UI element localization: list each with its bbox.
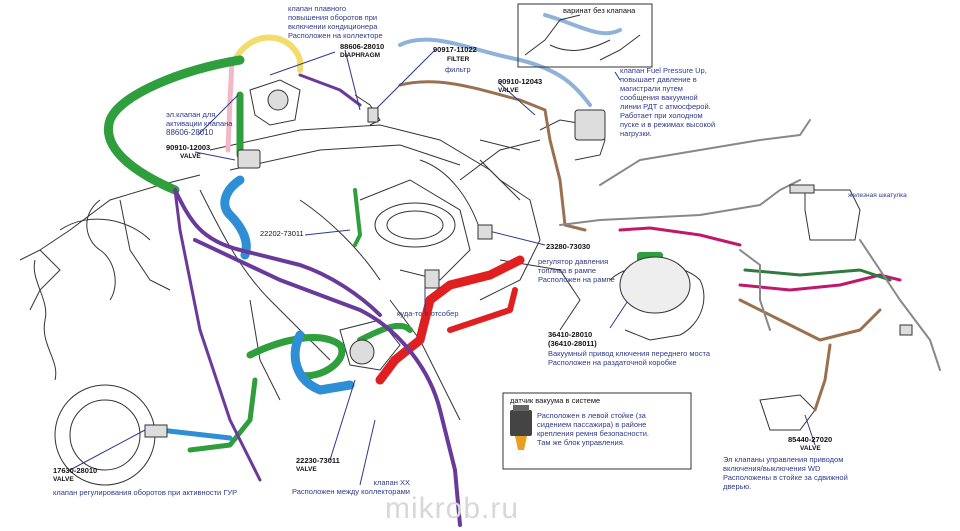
brown-hose bbox=[398, 80, 587, 232]
gray-line-2 bbox=[559, 179, 801, 226]
variant-inset-drawing bbox=[524, 14, 641, 61]
red-hose bbox=[375, 255, 525, 385]
gray-line-3 bbox=[739, 249, 771, 331]
valve-90910-12043-label: VALVE bbox=[498, 87, 519, 94]
darkgreen-hose bbox=[743, 268, 892, 282]
purple-hose-left bbox=[173, 188, 262, 482]
part-23280-label: 23280-73030 bbox=[546, 242, 591, 251]
lightblue-hose-2 bbox=[543, 13, 622, 36]
yellow-hose bbox=[232, 34, 303, 73]
variant-inset-box bbox=[517, 3, 653, 68]
fuel-regulator-label: регулятор давления топлива в рампе Распо… bbox=[538, 257, 615, 284]
valve-90910-12043-part: 90910-12043 bbox=[498, 77, 543, 86]
front-axle-actuator-label: Вакуумный привод ключения переднего мост… bbox=[548, 349, 710, 367]
purple-hose bbox=[173, 188, 382, 317]
valve-90910-12003-label: VALVE bbox=[180, 153, 201, 160]
xx-valve-label: клапан ХХ Расположен между коллекторами bbox=[291, 478, 410, 496]
blue-hose-bottom bbox=[157, 427, 233, 441]
wd-valve-label: Эл клапаны управления приводом включения… bbox=[723, 455, 848, 491]
gray-line bbox=[599, 119, 811, 186]
watermark: mikrob.ru bbox=[385, 492, 520, 525]
idle-up-valve-label: клапан плавного повышения оборотов при в… bbox=[288, 4, 383, 40]
purple-hose-long bbox=[193, 238, 462, 527]
pink-hose bbox=[225, 57, 235, 153]
diaphragm-label: DIAPHRAGM bbox=[340, 52, 381, 59]
engine-outline-drawing bbox=[19, 79, 861, 486]
red-hose-2 bbox=[447, 287, 518, 333]
purple-hose-top bbox=[298, 73, 362, 107]
green-hose-lower bbox=[246, 334, 346, 380]
el-valve-label: эл.клапан для активации клапана bbox=[166, 110, 233, 128]
valve-17630-label: VALVE bbox=[53, 476, 74, 483]
blue-hose-lower bbox=[290, 330, 355, 395]
brown-hose-right bbox=[738, 298, 882, 342]
iron-box-label: железная шкатулка bbox=[848, 192, 907, 199]
part-22202-label: 22202-73011 bbox=[260, 229, 304, 238]
part-85440-label: 85440-27020 bbox=[788, 435, 833, 444]
vacuum-sensor-icon bbox=[510, 405, 532, 450]
valve-90910-12003-part: 90910-12003 bbox=[166, 143, 211, 152]
valve-22230-label: VALVE bbox=[296, 466, 317, 473]
part-22230-label: 22230-73011 bbox=[296, 456, 340, 465]
brown-hose-down bbox=[813, 343, 832, 412]
gur-valve-label: клапан регулирования оборотов при активн… bbox=[53, 488, 238, 497]
vacuum-sensor-title: датчик вакуума в системе bbox=[510, 396, 601, 405]
green-hose-small bbox=[353, 188, 362, 247]
magenta-hose-2 bbox=[738, 273, 902, 292]
valve-85440-label: VALVE bbox=[800, 445, 821, 452]
variant-label: варинат без клапана bbox=[563, 6, 636, 15]
part-36410-label: 36410-28010 (36410-28011) bbox=[548, 330, 597, 348]
filter-ru-label: фильтр bbox=[445, 65, 471, 74]
nowhere-label: куда-то в отсобер bbox=[397, 309, 459, 318]
filter-label: FILTER bbox=[447, 56, 470, 63]
vacuum-sensor-text: Расположен в левой стойке (за сидением п… bbox=[537, 411, 649, 447]
green-hose-left bbox=[103, 55, 245, 195]
valve-drawings bbox=[144, 89, 913, 438]
filter-part-number: 90917-11022 bbox=[433, 45, 477, 54]
lightblue-hose bbox=[398, 37, 592, 107]
gray-line-4 bbox=[859, 239, 941, 371]
hose-lines bbox=[103, 13, 941, 527]
magenta-hose bbox=[618, 226, 742, 247]
part-17630-label: 17630-28010 bbox=[53, 466, 98, 475]
green-hose-bottom bbox=[187, 377, 258, 453]
sensor-info-box bbox=[502, 392, 692, 470]
fuel-pressure-up-label: клапан Fuel Pressure Up, повышает давлен… bbox=[620, 66, 716, 138]
diaphragm-part-number: 88606-28010 bbox=[340, 42, 385, 51]
blue-hose-upper bbox=[220, 175, 251, 260]
el-valve-part-number: 88606-28010 bbox=[166, 128, 214, 137]
